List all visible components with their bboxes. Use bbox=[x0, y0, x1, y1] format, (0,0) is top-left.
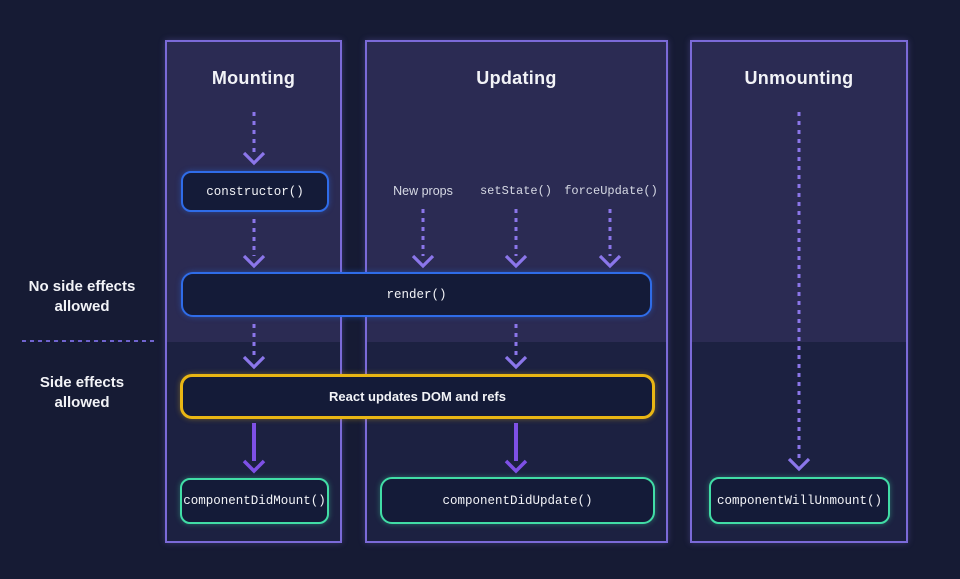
arrow-render-to-dom-update-updating-icon bbox=[504, 324, 528, 370]
arrow-render-to-dom-update-mounting-icon bbox=[242, 324, 266, 370]
set-state-label: setState() bbox=[479, 184, 552, 198]
arrow-new-props-to-render-icon bbox=[411, 209, 435, 269]
box-react-updates-dom: React updates DOM and refs bbox=[180, 374, 655, 419]
arrow-constructor-to-render-icon bbox=[242, 219, 266, 269]
arrow-set-state-to-render-icon bbox=[504, 209, 528, 269]
column-title-mounting: Mounting bbox=[211, 68, 296, 88]
new-props-label: New props bbox=[393, 184, 453, 198]
box-constructor: constructor() bbox=[181, 171, 329, 212]
column-title-unmounting: Unmounting bbox=[744, 68, 854, 88]
side-effects-label: Side effects allowed bbox=[39, 374, 125, 411]
box-component-did-update: componentDidUpdate() bbox=[380, 477, 655, 524]
arrow-dom-update-to-did-mount-icon bbox=[242, 423, 266, 474]
force-update-label: forceUpdate() bbox=[564, 184, 658, 198]
box-component-did-mount: componentDidMount() bbox=[180, 478, 329, 524]
arrow-mounting-to-constructor-icon bbox=[242, 112, 266, 166]
arrow-unmounting-icon bbox=[787, 112, 811, 472]
arrow-force-update-to-render-icon bbox=[598, 209, 622, 269]
no-side-effects-label: No side effects allowed bbox=[28, 278, 136, 315]
box-render: render() bbox=[181, 272, 652, 317]
box-component-will-unmount: componentWillUnmount() bbox=[709, 477, 890, 524]
side-effects-divider bbox=[22, 340, 158, 342]
arrow-dom-update-to-did-update-icon bbox=[504, 423, 528, 474]
column-title-updating: Updating bbox=[476, 68, 557, 88]
